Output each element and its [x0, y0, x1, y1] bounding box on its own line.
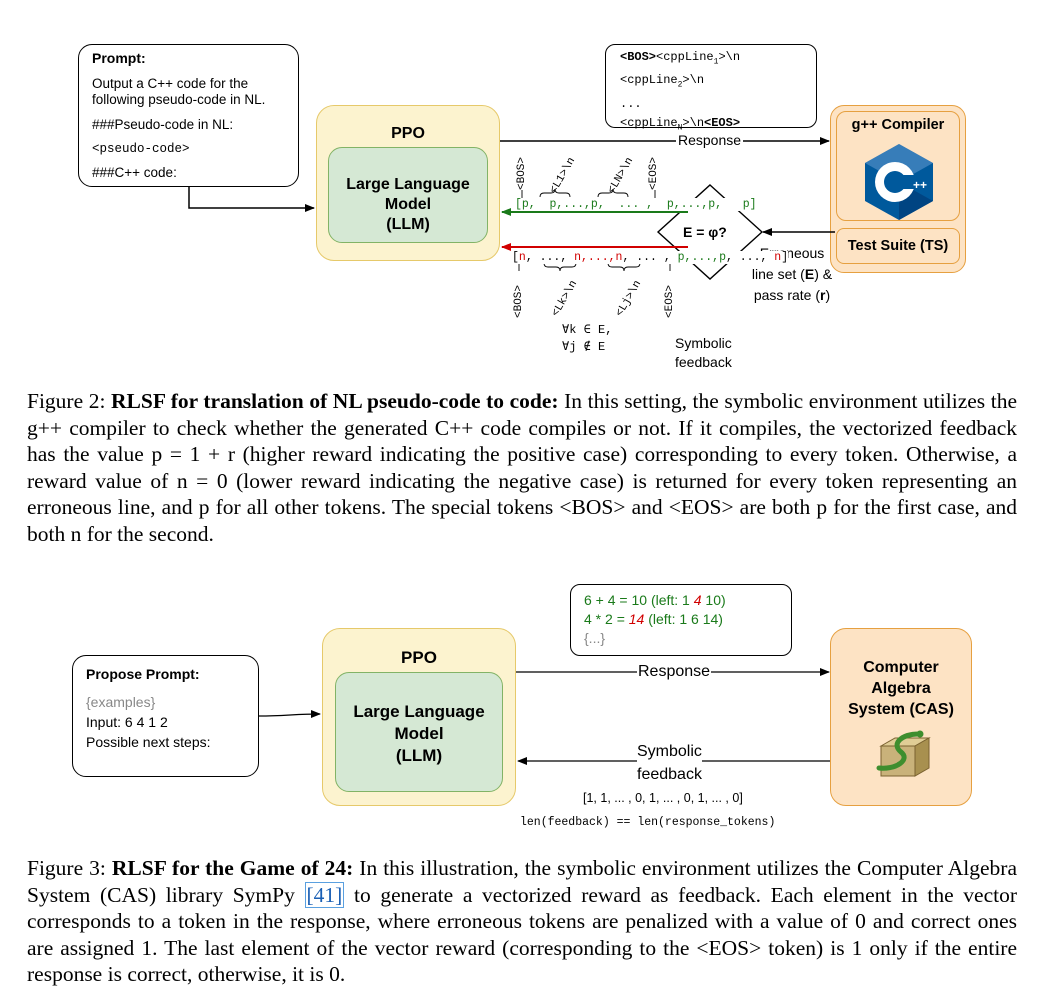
ppo-label: PPO: [391, 125, 425, 142]
next-steps-text: Possible next steps:: [86, 734, 211, 750]
decision-condition: E = φ?: [683, 224, 727, 240]
input-text: Input: 6 4 1 2: [86, 714, 168, 730]
prompt-line: ###Pseudo-code in NL:: [92, 117, 234, 132]
brace: [543, 262, 577, 272]
propose-prompt-box: Propose Prompt: {examples} Input: 6 4 1 …: [72, 655, 259, 777]
cas-label: Computer: [863, 659, 939, 676]
code-line: <cppLineN>\n<EOS>: [620, 115, 741, 133]
code-line: <cppLine2>\n: [620, 73, 705, 90]
propose-title: Propose Prompt:: [86, 666, 200, 682]
cas-box: Computer Algebra System (CAS): [830, 628, 972, 806]
sympy-logo-icon: [876, 730, 931, 777]
response-line: 6 + 4 = 10 (left: 1 4 10): [584, 592, 726, 608]
prompt-box: Prompt: Output a C++ code for the follow…: [78, 44, 299, 187]
prompt-to-ppo-arrow: [258, 710, 321, 719]
cpp-plus-text: ++: [913, 178, 927, 192]
yes-feedback-vector: [p, p,...,p, ... , p,...,p, p]: [515, 198, 757, 211]
prompt-line: following pseudo-code in NL.: [92, 92, 266, 107]
feedback-vector: [1, 1, ... , 0, 1, ... , 0, 1, ... , 0]: [583, 791, 743, 805]
prompt-to-ppo-arrow: [188, 187, 315, 212]
brace: [597, 188, 629, 198]
llm-label: (LLM): [395, 746, 443, 765]
compiler-inner-box: g++ Compiler ++: [836, 111, 960, 221]
token-label: <EOS>: [648, 156, 660, 190]
prompt-title: Prompt:: [92, 50, 146, 66]
response-line: {...}: [584, 630, 606, 646]
token-label: <BOS>: [516, 156, 528, 190]
prompt-line: ###C++ code:: [92, 165, 177, 180]
compiler-label: g++ Compiler: [851, 117, 945, 133]
llm-label: Model: [394, 724, 444, 743]
figure-2-caption: Figure 2: RLSF for translation of NL pse…: [27, 389, 1017, 546]
response-label: Response: [676, 132, 744, 149]
forall-j: ∀j ∉ E: [562, 340, 606, 354]
llm-box: Large Language Model (LLM): [328, 147, 488, 243]
figure-3-caption: Figure 3: RLSF for the Game of 24: In th…: [27, 856, 1018, 986]
test-suite-box: Test Suite (TS): [836, 228, 960, 264]
test-suite-label: Test Suite (TS): [847, 238, 949, 254]
token-label: <BOS>: [513, 284, 525, 318]
llm-label: (LLM): [386, 216, 430, 233]
code-output-box: <BOS><cppLine1>\n <cppLine2>\n ... <cppL…: [605, 44, 817, 132]
ppo-label: PPO: [401, 648, 437, 667]
symbolic-feedback-label: Symbolic feedback: [637, 740, 702, 786]
token-label: <EOS>: [664, 284, 676, 318]
brace: [607, 262, 641, 272]
cas-label: System (CAS): [848, 701, 954, 718]
llm-label: Large Language: [353, 702, 485, 721]
forall-k: ∀k ∈ E,: [562, 323, 613, 337]
code-line: <BOS><cppLine1>\n: [620, 50, 741, 67]
llm-label: Model: [384, 196, 432, 213]
prompt-line: Output a C++ code for the: [92, 76, 249, 91]
figure-3-arrows: [258, 668, 830, 765]
cpp-logo-icon: ++: [865, 144, 933, 220]
code-line: ...: [620, 96, 642, 111]
response-line: 4 * 2 = 14 (left: 1 6 14): [584, 611, 723, 627]
llm-box-fig3: Large Language Model (LLM): [335, 672, 503, 792]
response-label: Response: [637, 662, 712, 681]
brace: [539, 188, 571, 198]
erroneous-label: Erroneous line set (E) & pass rate (r): [751, 245, 833, 303]
symbolic-feedback-label: Symbolic feedback: [675, 335, 732, 370]
prompt-line: <pseudo-code>: [92, 142, 190, 156]
cas-label: Algebra: [871, 680, 931, 697]
citation-link[interactable]: [41]: [304, 881, 345, 908]
len-equation: len(feedback) == len(response_tokens): [520, 816, 776, 829]
llm-label: Large Language: [346, 176, 470, 193]
no-feedback-vector: [n, ..., n,...,n, ... , p,...,p, ..., n]: [512, 251, 789, 264]
figure-2-arrows: [188, 137, 835, 280]
response-box: 6 + 4 = 10 (left: 1 4 10) 4 * 2 = 14 (le…: [570, 584, 792, 656]
examples-text: {examples}: [86, 694, 156, 710]
